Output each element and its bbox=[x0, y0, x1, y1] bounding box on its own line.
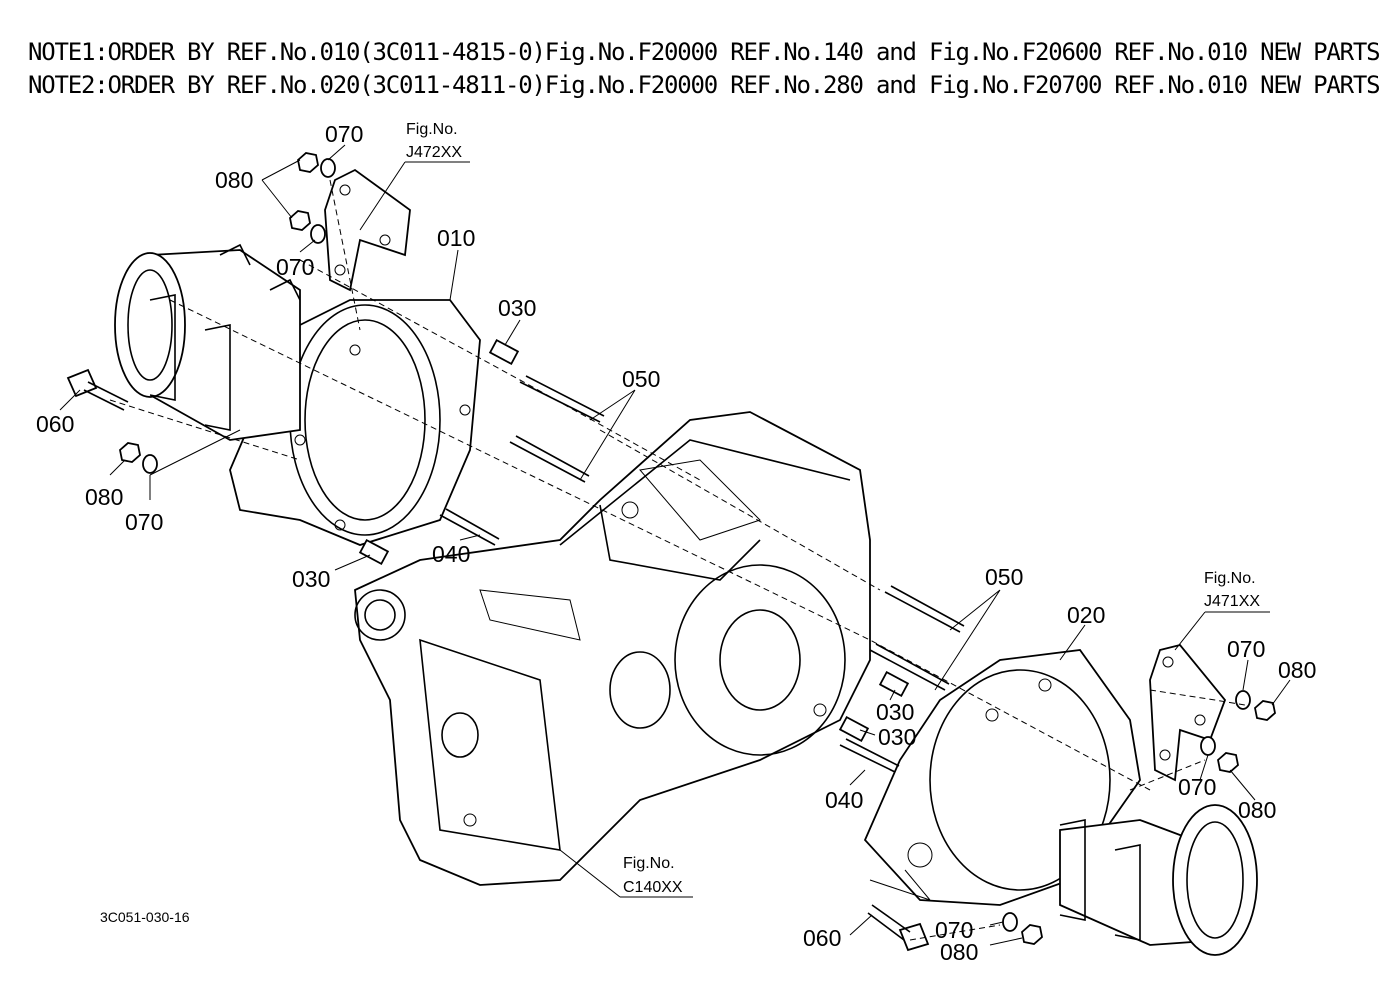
note-2: NOTE2:ORDER BY REF.No.020(3C011-4811-0)F… bbox=[28, 71, 1380, 99]
callout-080-r1: 080 bbox=[1278, 657, 1316, 683]
washer-070-r2 bbox=[1200, 736, 1216, 756]
washer-070-top-2 bbox=[310, 224, 326, 244]
callout-060-left: 060 bbox=[36, 411, 74, 437]
fig-ref-c140-title: Fig.No. bbox=[623, 855, 675, 872]
callout-050-a: 050 bbox=[622, 366, 660, 392]
left-axle-tube bbox=[114, 243, 301, 441]
callout-010: 010 bbox=[437, 225, 475, 251]
right-bracket-j471 bbox=[1149, 643, 1227, 782]
pin-030-d bbox=[838, 715, 870, 743]
callout-080-bottom: 080 bbox=[940, 939, 978, 965]
callout-030-b: 030 bbox=[292, 566, 330, 592]
fig-ref-j471-title: Fig.No. bbox=[1204, 570, 1256, 587]
washer-070-bottom bbox=[1002, 912, 1018, 932]
washer-070-left bbox=[142, 454, 158, 474]
stud-040-b bbox=[839, 738, 900, 773]
callout-070-r2: 070 bbox=[1178, 774, 1216, 800]
callout-040-b: 040 bbox=[825, 787, 863, 813]
callout-070-top2: 070 bbox=[276, 254, 314, 280]
left-bracket-j472 bbox=[324, 168, 411, 292]
center-transmission-case bbox=[354, 411, 871, 886]
callout-050-b: 050 bbox=[985, 564, 1023, 590]
nut-080-bottom bbox=[1021, 924, 1043, 945]
callout-070-top: 070 bbox=[325, 121, 363, 147]
right-axle-tube bbox=[1059, 804, 1258, 956]
callout-040-a: 040 bbox=[432, 541, 470, 567]
stud-040-a bbox=[439, 508, 500, 546]
bolt-060-left bbox=[66, 368, 129, 411]
stud-050-c bbox=[884, 585, 965, 633]
callout-030-a: 030 bbox=[498, 295, 536, 321]
stud-050-d bbox=[869, 643, 950, 691]
pin-030-b bbox=[358, 538, 390, 566]
fig-ref-c140-code: C140XX bbox=[623, 879, 683, 896]
nut-080-top-1 bbox=[297, 152, 319, 173]
washer-070-top-1 bbox=[320, 158, 336, 178]
pin-030-a bbox=[488, 338, 520, 366]
callout-080-top: 080 bbox=[215, 167, 253, 193]
washer-070-r1 bbox=[1235, 690, 1251, 710]
stud-050-b bbox=[509, 435, 590, 483]
note-1: NOTE1:ORDER BY REF.No.010(3C011-4815-0)F… bbox=[28, 38, 1380, 66]
callout-060-bottom: 060 bbox=[803, 925, 841, 951]
stud-050-a bbox=[519, 375, 605, 423]
callout-030-c: 030 bbox=[876, 699, 914, 725]
callout-070-bottom: 070 bbox=[935, 917, 973, 943]
nut-080-top-2 bbox=[289, 210, 311, 231]
nut-080-r1 bbox=[1254, 700, 1276, 721]
callout-080-left: 080 bbox=[85, 484, 123, 510]
callout-070-left: 070 bbox=[125, 509, 163, 535]
fig-ref-j472-code: J472XX bbox=[406, 144, 462, 161]
callout-080-r2: 080 bbox=[1238, 797, 1276, 823]
pin-030-c bbox=[878, 670, 910, 698]
callout-070-r1: 070 bbox=[1227, 636, 1265, 662]
nut-080-r2 bbox=[1217, 752, 1239, 773]
callout-030-d: 030 bbox=[878, 724, 916, 750]
drawing-id: 3C051-030-16 bbox=[100, 909, 190, 925]
fig-ref-j472-title: Fig.No. bbox=[406, 121, 458, 138]
callout-020: 020 bbox=[1067, 602, 1105, 628]
nut-080-left bbox=[119, 442, 141, 463]
fig-ref-j471-code: J471XX bbox=[1204, 593, 1260, 610]
bolt-060-bottom bbox=[867, 904, 930, 952]
